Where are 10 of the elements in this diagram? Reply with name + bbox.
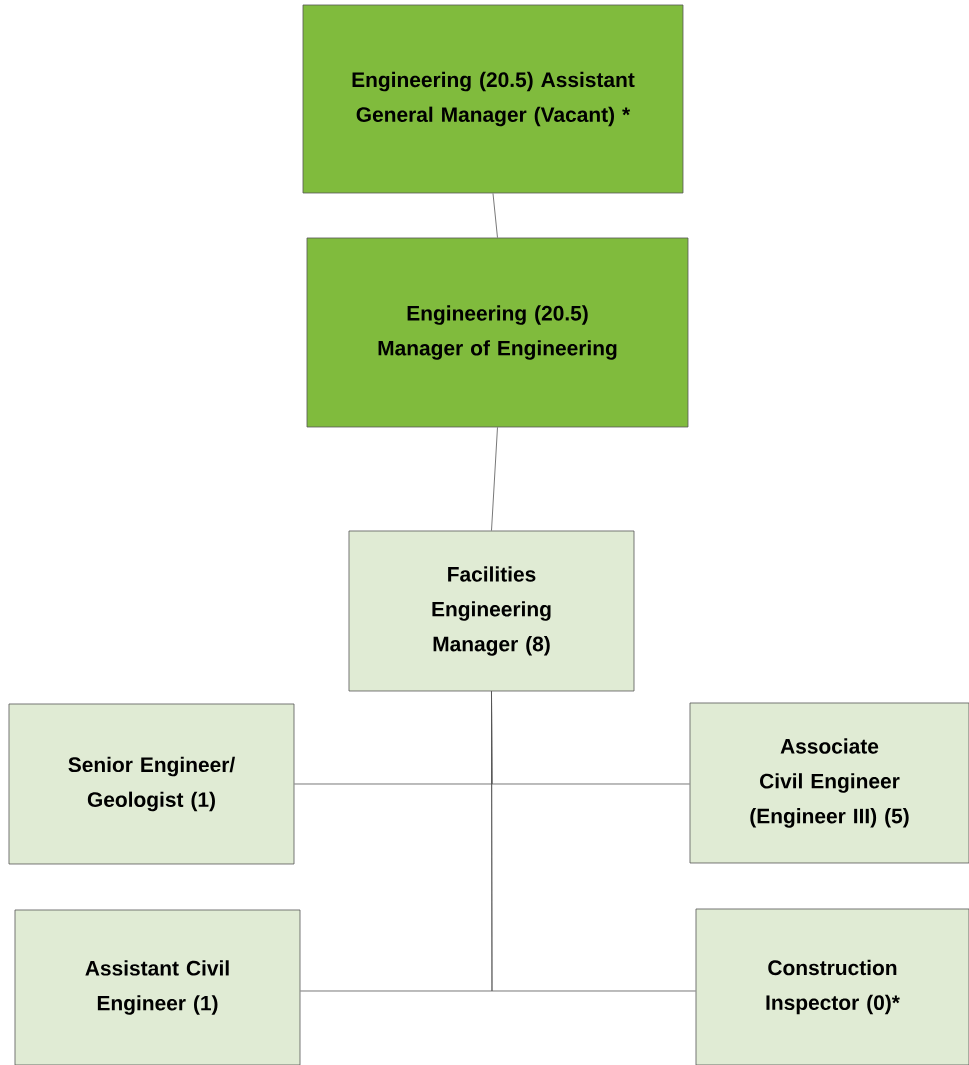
org-box: Senior Engineer/ Geologist (1): [8, 703, 295, 865]
org-box: Construction Inspector (0)*: [695, 908, 969, 1065]
org-box: Associate Civil Engineer (Engineer III) (5): [689, 702, 969, 864]
connector-line: [492, 193, 498, 238]
org-box: Facilities Engineering Manager (8): [348, 530, 635, 692]
connector-line: [491, 691, 696, 992]
org-box: Assistant Civil Engineer (1): [14, 909, 301, 1065]
org-box: Engineering (20.5) Manager of Engineering: [306, 237, 689, 428]
org-box: Engineering (20.5) Assistant General Manager (Vacant) *: [302, 4, 684, 194]
connector-line: [491, 427, 498, 531]
